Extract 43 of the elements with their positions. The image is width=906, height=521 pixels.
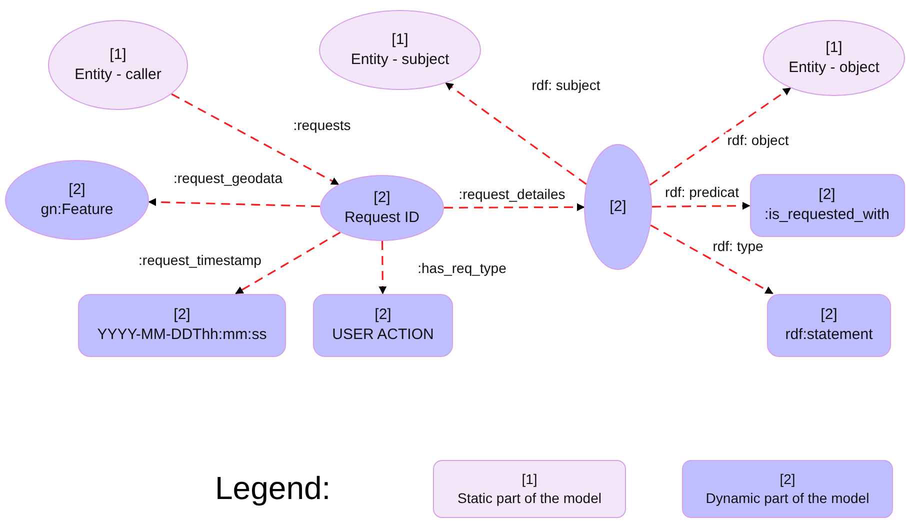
rounded-box xyxy=(767,294,891,356)
node-text: [2] xyxy=(610,196,626,217)
node-text: [2] xyxy=(68,180,86,200)
node-text: [2] xyxy=(374,304,392,325)
edge-label: :has_req_type xyxy=(416,260,508,276)
arrow xyxy=(652,202,750,210)
edge-label: :request_geodata xyxy=(172,170,284,186)
arrow xyxy=(148,198,320,208)
arrow xyxy=(445,82,587,185)
arrow xyxy=(444,203,585,212)
node-text: [2] xyxy=(374,188,390,208)
arrow xyxy=(649,87,792,186)
edge-label: rdf: subject xyxy=(530,77,602,93)
rounded-box xyxy=(78,294,286,356)
legend-heading: Legend: xyxy=(215,470,331,507)
node-text: [1] xyxy=(110,44,126,65)
arrow xyxy=(378,241,387,294)
node-text: :is_requested_with xyxy=(764,205,890,225)
rounded-box xyxy=(750,174,904,236)
node-text: [2] xyxy=(818,184,836,205)
edge-label: rdf: type xyxy=(710,238,766,254)
arrow xyxy=(235,232,341,294)
legend-text: [1] Static part of the model xyxy=(458,470,602,508)
arrow xyxy=(650,224,774,294)
node-text: YYYY-MM-DDThh:mm:ss xyxy=(97,325,267,345)
node-text: [2] xyxy=(174,304,190,325)
node-text: USER ACTION xyxy=(332,325,434,345)
node-text: Entity - object xyxy=(788,58,880,78)
node-text: [1] xyxy=(826,38,842,58)
node-text: [1] xyxy=(392,30,408,50)
edge-label: :request_timestamp xyxy=(136,252,264,268)
edge-label: rdf: object xyxy=(725,132,791,148)
node-text: Entity - subject xyxy=(350,50,450,70)
node-text: Entity - caller xyxy=(74,65,162,85)
node-text: gn:Feature xyxy=(40,200,114,220)
arrow xyxy=(171,93,340,186)
node-text: Request ID xyxy=(344,208,420,228)
edge-label: rdf: predicat xyxy=(663,184,741,200)
node-text: [2] xyxy=(820,304,838,325)
edge-label: :request_detailes xyxy=(456,186,568,202)
legend-text: [2] Dynamic part of the model xyxy=(706,470,870,508)
rounded-box xyxy=(313,294,453,356)
node-text: rdf:statement xyxy=(785,325,873,345)
